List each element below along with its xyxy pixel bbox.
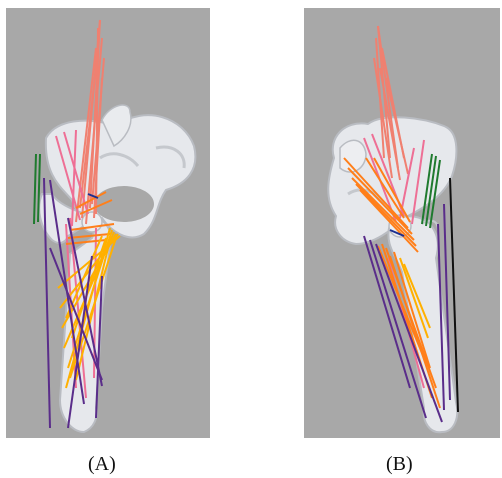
caption-a: (A) bbox=[88, 452, 116, 476]
caption-b: (B) bbox=[386, 452, 413, 476]
render-panel-a bbox=[6, 8, 210, 438]
render-panel-b bbox=[304, 8, 500, 438]
hip-muscle-model-front-image bbox=[6, 8, 210, 438]
hip-muscle-model-back-image bbox=[304, 8, 500, 438]
